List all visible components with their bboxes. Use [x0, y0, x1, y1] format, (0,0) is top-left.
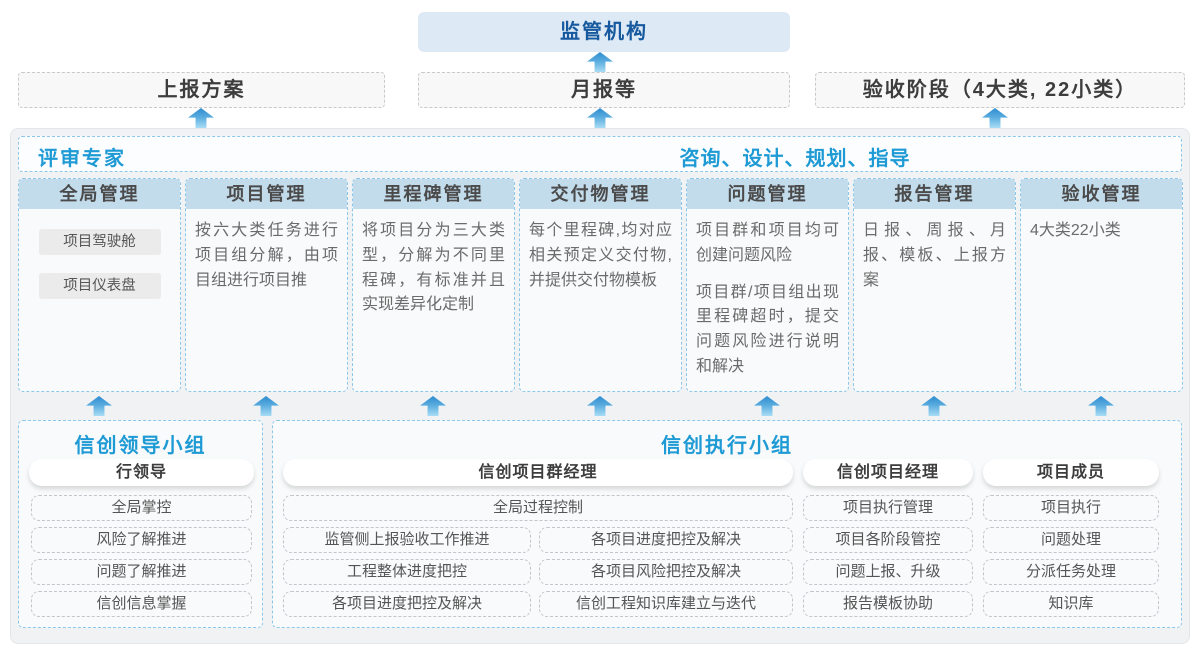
column-report-mgmt: 报告管理 日报、周报、月报、模板、上报方案	[853, 178, 1016, 392]
leadership-group: 信创领导小组 行领导 全局掌控 风险了解推进 问题了解推进 信创信息掌握	[18, 420, 263, 628]
acceptance-phase-box: 验收阶段（4大类, 22小类）	[815, 72, 1185, 108]
regulator-box: 监管机构	[418, 12, 790, 52]
list-item: 分派任务处理	[983, 559, 1159, 585]
list-item: 风险了解推进	[31, 527, 252, 553]
column-issue-mgmt: 问题管理 项目群和项目均可创建问题风险 项目群/项目组出现里程碑超时，提交问题风…	[686, 178, 849, 392]
consult-design-label: 咨询、设计、规划、指导	[679, 148, 911, 170]
column-deliverable-mgmt: 交付物管理 每个里程碑,均对应相关预定义交付物,并提供交付物模板	[519, 178, 682, 392]
list-item: 各项目进度把控及解决	[283, 591, 531, 617]
list-item: 各项目进度把控及解决	[539, 527, 793, 553]
column-milestone-mgmt: 里程碑管理 将项目分为三大类型，分解为不同里程碑，有标准并且实现差异化定制	[352, 178, 515, 392]
list-item: 项目各阶段管控	[803, 527, 973, 553]
list-item: 工程整体进度把控	[283, 559, 531, 585]
column-project-mgmt: 项目管理 按六大类任务进行项目组分解，由项目组进行项目推	[185, 178, 348, 392]
list-item: 监管侧上报验收工作推进	[283, 527, 531, 553]
list-item: 信创工程知识库建立与迭代	[539, 591, 793, 617]
list-item: 信创信息掌握	[31, 591, 252, 617]
project-member-pill: 项目成员	[983, 459, 1159, 486]
list-item: 问题处理	[983, 527, 1159, 553]
column-header: 里程碑管理	[353, 179, 514, 209]
list-item: 全局掌控	[31, 495, 252, 521]
list-item: 全局过程控制	[283, 495, 793, 521]
issue-paragraph-2: 项目群/项目组出现里程碑超时，提交问题风险进行说明和解决	[696, 283, 839, 375]
column-body: 4大类22小类	[1030, 222, 1121, 239]
leadership-group-title: 信创领导小组	[74, 435, 207, 457]
arrow-up-icon	[188, 108, 214, 128]
column-header: 全局管理	[19, 179, 180, 209]
execution-group-title: 信创执行小组	[661, 435, 793, 457]
column-header: 验收管理	[1021, 179, 1182, 209]
project-manager-pill: 信创项目经理	[803, 459, 973, 486]
column-header: 项目管理	[186, 179, 347, 209]
list-item: 项目执行管理	[803, 495, 973, 521]
project-dashboard-chip: 项目仪表盘	[38, 273, 161, 299]
column-body: 项目群和项目均可创建问题风险 项目群/项目组出现里程碑超时，提交问题风险进行说明…	[687, 209, 848, 390]
execution-group: 信创执行小组 信创项目群经理 全局过程控制 监管侧上报验收工作推进 工程整体进度…	[272, 420, 1182, 628]
column-body: 将项目分为三大类型，分解为不同里程碑，有标准并且实现差异化定制	[362, 222, 505, 314]
program-manager-pill: 信创项目群经理	[283, 459, 793, 486]
monthly-report-box: 月报等	[418, 72, 790, 108]
report-plan-box: 上报方案	[18, 72, 385, 108]
arrow-up-icon	[587, 108, 613, 128]
issue-paragraph-1: 项目群和项目均可创建问题风险	[696, 222, 839, 264]
column-body: 日报、周报、月报、模板、上报方案	[863, 222, 1006, 289]
arrow-up-icon	[587, 52, 613, 72]
list-item: 报告模板协助	[803, 591, 973, 617]
list-item: 项目执行	[983, 495, 1159, 521]
list-item: 问题了解推进	[31, 559, 252, 585]
column-acceptance-mgmt: 验收管理 4大类22小类	[1020, 178, 1183, 392]
experts-band	[18, 136, 1182, 172]
column-global-mgmt: 全局管理 项目驾驶舱 项目仪表盘	[18, 178, 181, 392]
column-body: 每个里程碑,均对应相关预定义交付物,并提供交付物模板	[529, 222, 672, 289]
list-item: 知识库	[983, 591, 1159, 617]
column-header: 问题管理	[687, 179, 848, 209]
review-experts-label: 评审专家	[38, 148, 126, 170]
arrow-up-icon	[982, 108, 1008, 128]
project-cockpit-chip: 项目驾驶舱	[38, 229, 161, 255]
list-item: 各项目风险把控及解决	[539, 559, 793, 585]
bank-leader-pill: 行领导	[29, 459, 254, 486]
column-header: 交付物管理	[520, 179, 681, 209]
column-body: 按六大类任务进行项目组分解，由项目组进行项目推	[195, 222, 338, 289]
column-header: 报告管理	[854, 179, 1015, 209]
list-item: 问题上报、升级	[803, 559, 973, 585]
